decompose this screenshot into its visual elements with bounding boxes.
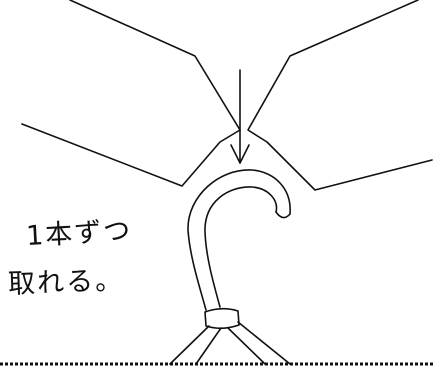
caption-line-2: 取れる。 [7, 264, 125, 300]
hook-tip [275, 211, 291, 219]
hook-collar [204, 307, 240, 330]
left-hanger-panel [21, 0, 241, 187]
lower-arm-left-inner [195, 327, 222, 365]
hook-inner [204, 186, 278, 308]
down-arrow-head [230, 144, 250, 164]
caption-line-1: 1本ずつ [25, 215, 134, 252]
lower-arm-right-inner [227, 327, 266, 365]
hook-outer [187, 169, 291, 311]
lower-arm-right-outer [237, 321, 291, 365]
lower-arm-left-outer [169, 325, 210, 365]
right-hanger-panel [247, 0, 433, 191]
